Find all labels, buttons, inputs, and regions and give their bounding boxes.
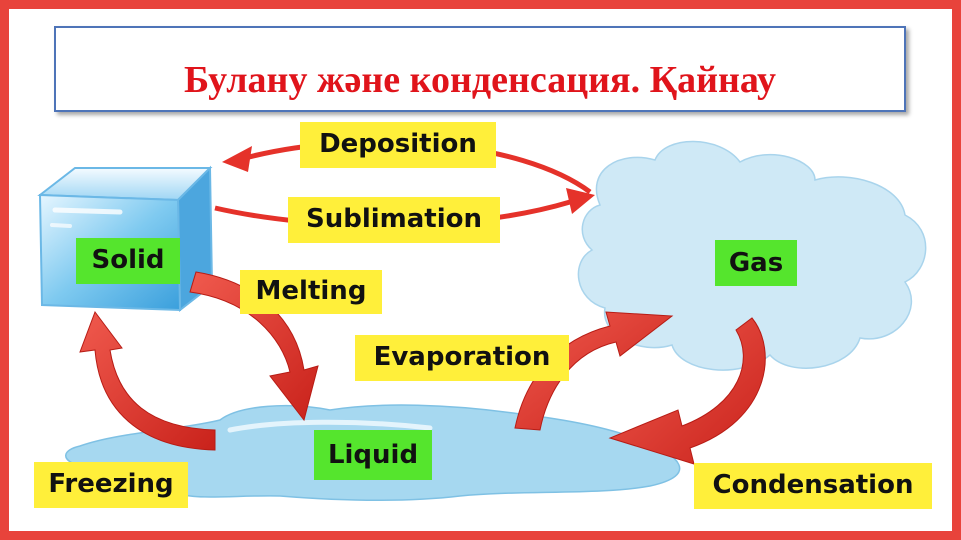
melting-label: Melting (240, 270, 382, 314)
liquid-label: Liquid (314, 430, 432, 480)
evaporation-label: Evaporation (355, 335, 569, 381)
freezing-label: Freezing (34, 462, 188, 508)
title-box: Булану және конденсация. Қайнау (54, 26, 906, 112)
condensation-label: Condensation (694, 463, 932, 509)
solid-label: Solid (76, 238, 180, 284)
gas-label: Gas (715, 240, 797, 286)
slide-title: Булану және конденсация. Қайнау (184, 59, 776, 101)
deposition-label: Deposition (300, 122, 496, 168)
sublimation-label: Sublimation (288, 197, 500, 243)
freezing-arrow (79, 310, 216, 451)
